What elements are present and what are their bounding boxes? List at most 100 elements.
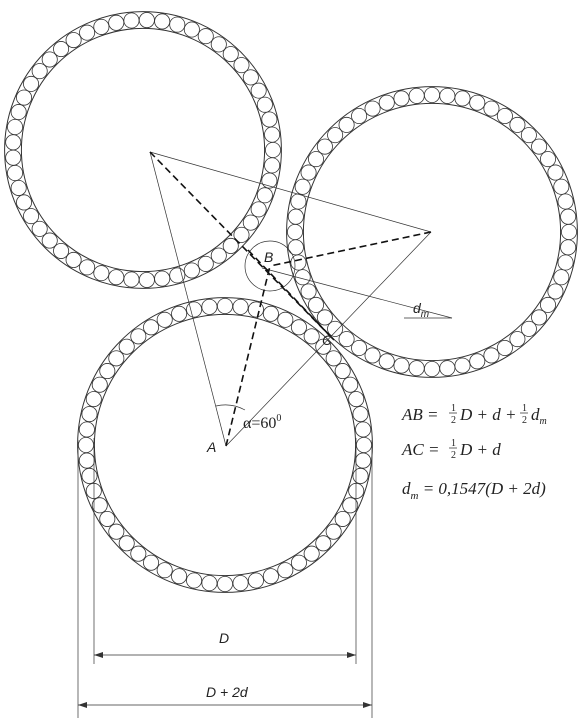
ball <box>307 296 324 313</box>
ball <box>81 467 98 484</box>
ring-right-outer-race <box>286 86 578 378</box>
ball <box>439 360 456 377</box>
label-dm: dm <box>413 300 429 320</box>
ball <box>242 69 259 86</box>
ball <box>186 301 203 318</box>
line-center-bottom-right <box>225 231 432 447</box>
ball <box>439 87 456 104</box>
dimension-lines <box>77 438 373 718</box>
ball <box>16 194 33 211</box>
ball <box>325 523 342 540</box>
ball <box>557 193 574 210</box>
svg-text:2: 2 <box>522 415 527 426</box>
dim-label-D2d: D + 2d <box>206 684 249 700</box>
ring-top-left-outer-race <box>4 11 282 289</box>
ball <box>5 149 22 166</box>
ball <box>85 391 102 408</box>
dash-right-to-B <box>269 231 432 267</box>
ball <box>250 201 267 218</box>
ball <box>65 251 82 268</box>
ball <box>78 421 95 438</box>
ball <box>222 237 239 254</box>
ball <box>531 309 548 326</box>
ball <box>294 269 311 286</box>
label-B: B <box>264 249 273 265</box>
ball <box>307 151 324 168</box>
ball <box>143 554 160 571</box>
ball <box>277 311 294 328</box>
svg-text:2: 2 <box>451 450 456 461</box>
arrow-D-right <box>347 652 356 658</box>
ball <box>171 305 188 322</box>
angle-arc-alpha <box>215 404 246 411</box>
ball <box>93 265 110 282</box>
ball <box>261 172 278 189</box>
ball <box>79 259 96 276</box>
svg-text:1: 1 <box>451 403 456 414</box>
ball <box>53 242 70 259</box>
ball <box>108 523 125 540</box>
ball <box>483 100 500 117</box>
ball <box>300 164 317 181</box>
ball <box>351 339 368 356</box>
ball <box>364 100 381 117</box>
ball <box>423 87 440 104</box>
ball <box>210 247 227 264</box>
ball <box>242 214 259 231</box>
svg-text:dm = 0,1547(D + 2d): dm = 0,1547(D + 2d) <box>402 479 546 502</box>
ball <box>496 108 513 125</box>
construction-lines <box>149 151 453 447</box>
ball <box>423 360 440 377</box>
ball <box>65 32 82 49</box>
ball <box>154 270 171 287</box>
ring-top-left-inner-race <box>20 27 266 273</box>
ball <box>216 297 233 314</box>
ball <box>351 108 368 125</box>
ring-bottom-outer-race <box>77 297 373 593</box>
ball <box>338 116 355 133</box>
ball <box>408 87 425 104</box>
ball <box>250 82 267 99</box>
ball <box>183 21 200 38</box>
ball <box>560 208 577 225</box>
ball <box>261 111 278 128</box>
ball <box>557 254 574 271</box>
ball <box>553 269 570 286</box>
svg-text:dm: dm <box>531 405 547 427</box>
ball <box>334 510 351 527</box>
ball <box>186 572 203 589</box>
ball <box>222 46 239 63</box>
ball <box>138 12 155 29</box>
ball <box>7 164 24 181</box>
ball <box>290 193 307 210</box>
arrow-D2d-left <box>78 702 87 708</box>
ring-right-inner-race <box>302 102 562 362</box>
ring-top-left <box>4 11 282 289</box>
ball <box>264 157 281 174</box>
dim-label-D: D <box>219 630 229 646</box>
ball <box>547 164 564 181</box>
ball <box>156 562 173 579</box>
ball <box>327 127 344 144</box>
ball <box>277 562 294 579</box>
ball <box>531 138 548 155</box>
ball <box>287 208 304 225</box>
ball <box>5 134 22 151</box>
ball <box>469 353 486 370</box>
ball <box>118 535 135 552</box>
ball <box>290 319 307 336</box>
ball <box>91 376 108 393</box>
svg-text:AB =: AB = <box>401 405 439 424</box>
label-A: A <box>206 439 216 455</box>
ring-bottom-inner-race <box>93 313 357 577</box>
ball <box>327 320 344 337</box>
label-alpha: α=600 <box>243 413 281 432</box>
ball <box>303 545 320 562</box>
ball <box>352 467 369 484</box>
ball <box>232 298 249 315</box>
ball <box>169 267 186 284</box>
ball <box>355 421 372 438</box>
dash-through-B <box>247 249 335 341</box>
ball <box>342 497 359 514</box>
ball <box>454 357 471 374</box>
